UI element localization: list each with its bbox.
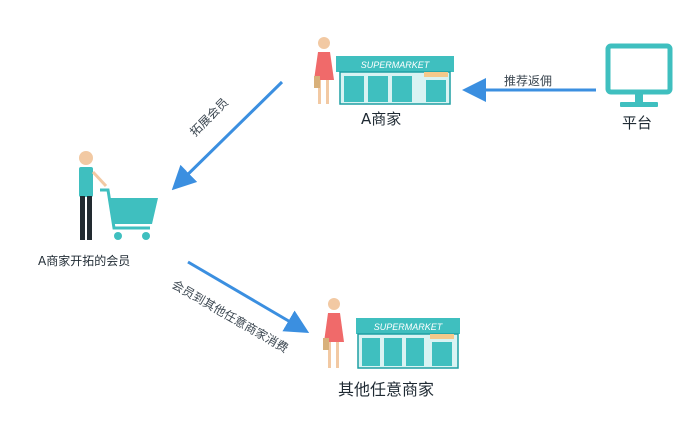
monitor-icon [605, 43, 673, 107]
shopping-cart-icon [100, 188, 158, 240]
store-sign-text: SUPERMARKET [361, 60, 431, 70]
other-merchant-label: 其他任意商家 [338, 380, 435, 399]
member-label: A商家开拓的会员 [38, 254, 131, 268]
shopper-icon [79, 151, 108, 240]
edge-label-referral-rebate: 推荐返佣 [504, 74, 553, 88]
merchant-a-label: A商家 [361, 110, 402, 128]
shopper-icon [314, 37, 334, 104]
store-icon: SUPERMARKET [336, 56, 454, 105]
shopper-icon [323, 298, 344, 368]
arrow-merchant-to-member [171, 80, 284, 191]
store-icon: SUPERMARKET [356, 318, 460, 369]
edge-label-expand-members: 拓展会员 [187, 95, 231, 139]
arrow-member-to-other-merchant [187, 260, 310, 334]
store-sign-text: SUPERMARKET [374, 322, 444, 332]
platform-label: 平台 [622, 114, 653, 132]
